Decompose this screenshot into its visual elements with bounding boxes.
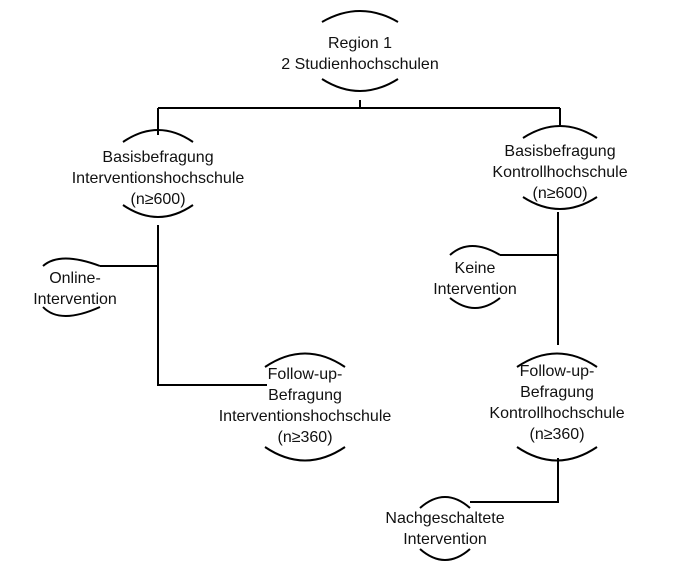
region-node-shape [321, 10, 399, 92]
followup-intervention-line3: Interventionshochschule [218, 408, 392, 425]
basis-intervention-line1: Basisbefragung [102, 149, 214, 166]
basis-intervention-node: Basisbefragung Interventionshochschule (… [28, 147, 288, 210]
online-intervention-node-shape [42, 257, 101, 317]
nachgeschaltete-node: Nachgeschaltete Intervention [355, 508, 535, 550]
basis-kontroll-line2: Kontrollhochschule [492, 164, 628, 181]
basis-kontroll-line1: Basisbefragung [504, 143, 616, 160]
followup-kontroll-node-shape [516, 352, 598, 462]
followup-kontroll-line1: Follow-up- [519, 363, 595, 380]
basis-intervention-n: (n≥600) [130, 191, 186, 208]
basis-intervention-line2: Interventionshochschule [71, 170, 245, 187]
followup-intervention-node: Follow-up- Befragung Interventionshochsc… [175, 364, 435, 448]
basis-kontroll-node-shape [522, 125, 598, 210]
nachgeschaltete-line1: Nachgeschaltete [385, 510, 505, 527]
basis-kontroll-node: Basisbefragung Kontrollhochschule (n≥600… [430, 141, 683, 204]
nachgeschaltete-node-shape [419, 496, 471, 561]
basis-intervention-node-shape [122, 129, 194, 218]
followup-intervention-line2: Befragung [268, 387, 342, 404]
connector-region-to-branches [157, 100, 561, 135]
nachgeschaltete-line2: Intervention [403, 531, 487, 548]
connector-basis-intervention-to-followup [157, 225, 267, 386]
keine-intervention-line2: Intervention [433, 281, 517, 298]
basis-kontroll-n: (n≥600) [532, 185, 588, 202]
followup-kontroll-line3: Kontrollhochschule [489, 405, 625, 422]
online-intervention-line2: Intervention [33, 291, 117, 308]
followup-kontroll-n: (n≥360) [529, 426, 585, 443]
followup-intervention-line1: Follow-up- [267, 366, 343, 383]
followup-intervention-n: (n≥360) [277, 429, 333, 446]
connector-followup-kontroll-to-nachgeschaltete [470, 458, 559, 503]
followup-intervention-node-shape [264, 352, 346, 462]
followup-kontroll-line2: Befragung [520, 384, 594, 401]
region-label: Region 1 [327, 35, 393, 52]
followup-kontroll-node: Follow-up- Befragung Kontrollhochschule … [427, 361, 683, 445]
online-intervention-line1: Online- [49, 270, 101, 287]
online-intervention-node: Online- Intervention [0, 268, 150, 310]
region-count: 2 Studienhochschulen [281, 56, 439, 73]
keine-intervention-line1: Keine [454, 260, 496, 277]
region-node: Region 1 2 Studienhochschulen [210, 33, 510, 75]
keine-intervention-node-shape [449, 245, 501, 309]
keine-intervention-node: Keine Intervention [400, 258, 550, 300]
